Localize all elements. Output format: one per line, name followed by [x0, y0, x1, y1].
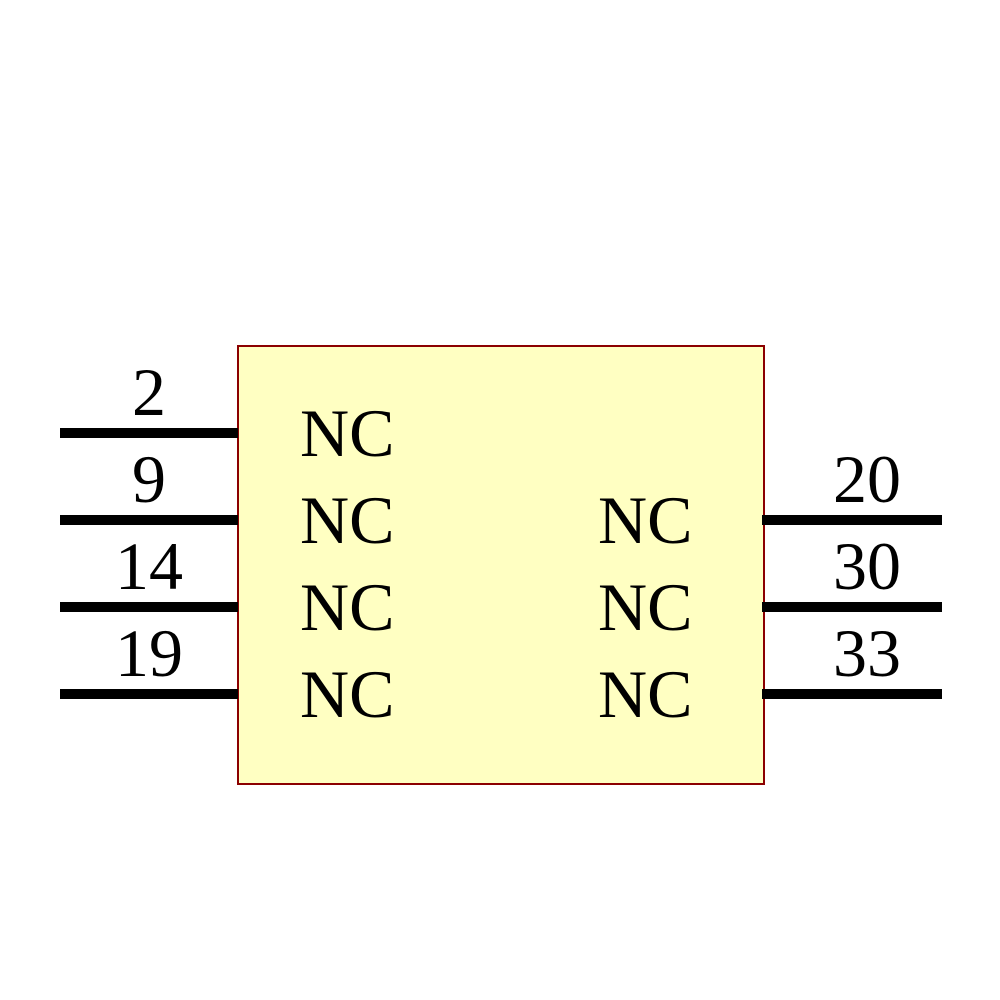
pin-number: 2	[132, 354, 166, 430]
pin-number: 20	[833, 441, 901, 517]
pin-number: 14	[115, 528, 183, 604]
pin-number: 33	[833, 615, 901, 691]
pin-name-label: NC	[300, 482, 395, 558]
component-body	[237, 345, 765, 785]
pin-name-label: NC	[598, 569, 693, 645]
pin-wire	[762, 689, 942, 699]
pin-name-label: NC	[598, 656, 693, 732]
pin-number: 19	[115, 615, 183, 691]
pin-name-label: NC	[300, 569, 395, 645]
pin-number: 9	[132, 441, 166, 517]
pin-wire	[762, 515, 942, 525]
pin-number: 30	[833, 528, 901, 604]
pin-wire	[60, 428, 238, 438]
pin-name-label: NC	[300, 395, 395, 471]
pin-wire	[60, 602, 238, 612]
pin-wire	[60, 689, 238, 699]
pin-name-label: NC	[300, 656, 395, 732]
pin-wire	[762, 602, 942, 612]
pin-wire	[60, 515, 238, 525]
pin-name-label: NC	[598, 482, 693, 558]
